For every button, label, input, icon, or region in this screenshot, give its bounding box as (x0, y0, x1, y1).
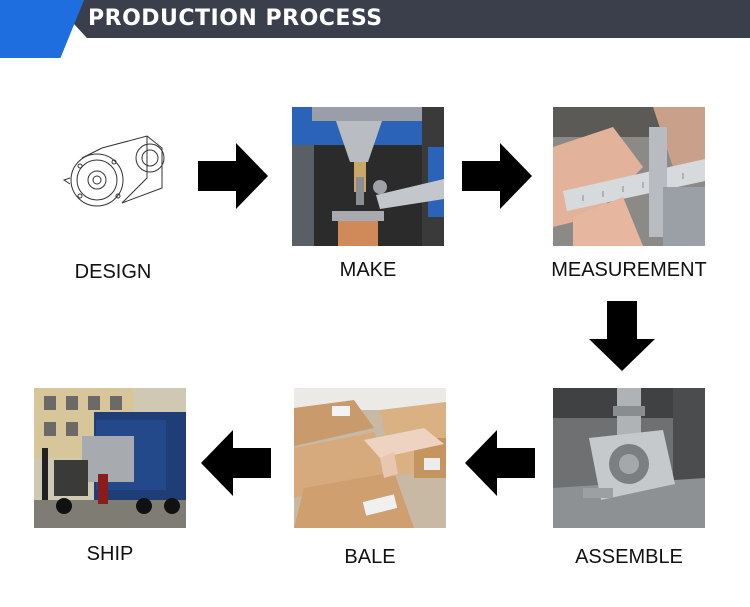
ship-image (34, 388, 186, 528)
arrow-right-icon (198, 143, 268, 209)
make-image (292, 107, 444, 246)
step-label-measurement: MEASUREMENT (551, 259, 707, 281)
step-label-design: DESIGN (74, 261, 152, 283)
measurement-image (553, 107, 705, 246)
chevron-right-icon (59, 11, 73, 27)
step-label-ship: SHIP (86, 543, 134, 565)
arrow-down-icon (589, 301, 655, 371)
step-label-assemble: ASSEMBLE (575, 546, 683, 568)
bale-image (294, 388, 446, 528)
step-label-bale: BALE (344, 546, 396, 568)
design-image (62, 118, 172, 218)
arrow-left-icon (201, 430, 271, 496)
page-title: PRODUCTION PROCESS (88, 6, 383, 31)
arrow-right-icon (462, 143, 532, 209)
arrow-left-icon (465, 430, 535, 496)
assemble-image (553, 388, 705, 528)
header-bar (52, 0, 750, 38)
step-label-make: MAKE (339, 259, 397, 281)
